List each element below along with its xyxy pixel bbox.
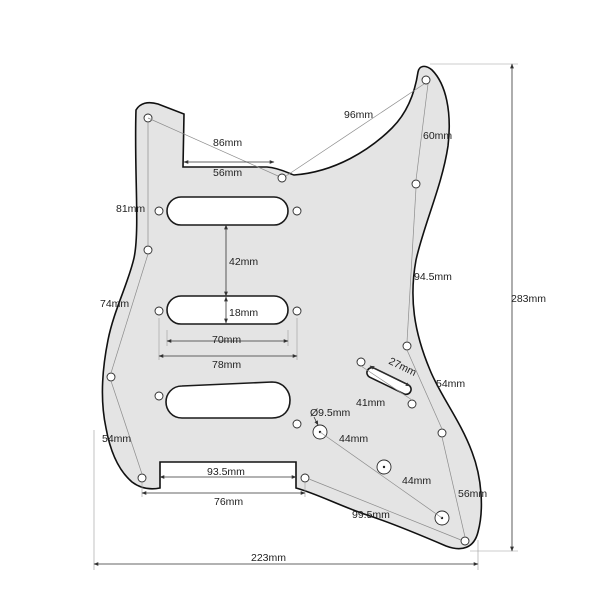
- dim-label-60: 60mm: [423, 130, 452, 142]
- mounting-hole: [402, 341, 412, 351]
- dim-label-94-5: 94.5mm: [414, 271, 452, 283]
- dim-label-56-neck: 56mm: [213, 167, 242, 179]
- dim-label-pot-diameter: Ø9.5mm: [310, 407, 351, 419]
- mounting-hole: [154, 391, 164, 401]
- dimension-lines: [93, 63, 514, 566]
- dim-label-99-5: 99.5mm: [352, 509, 390, 521]
- mounting-hole: [437, 428, 447, 438]
- mounting-hole: [421, 75, 431, 85]
- dim-label-283: 283mm: [511, 293, 546, 305]
- dim-label-93-5: 93.5mm: [207, 466, 245, 478]
- dim-label-54-right: 54mm: [436, 378, 465, 390]
- mounting-hole: [137, 473, 147, 483]
- dim-label-81: 81mm: [116, 203, 145, 215]
- dim-label-42: 42mm: [229, 256, 258, 268]
- pickguard-outline: [101, 65, 483, 550]
- mounting-hole: [292, 306, 302, 316]
- extension-lines: [93, 63, 518, 570]
- dim-label-44-b: 44mm: [402, 475, 431, 487]
- dimension-labels: 96mm 60mm 86mm 56mm 81mm 42mm 94.5mm 283…: [100, 109, 546, 564]
- mounting-hole: [143, 245, 153, 255]
- dim-label-223: 223mm: [251, 552, 286, 564]
- mounting-hole: [356, 357, 366, 367]
- dim-label-56-right: 56mm: [458, 488, 487, 500]
- dim-label-74: 74mm: [100, 298, 129, 310]
- mounting-hole: [292, 419, 302, 429]
- mounting-hole: [411, 179, 421, 189]
- mounting-hole: [407, 399, 417, 409]
- dim-label-78: 78mm: [212, 359, 241, 371]
- dim-label-76: 76mm: [214, 496, 243, 508]
- mounting-hole: [154, 206, 164, 216]
- mounting-hole: [460, 536, 470, 546]
- bridge-pickup-cutout: [165, 381, 291, 419]
- mounting-hole: [300, 473, 310, 483]
- dim-label-44-a: 44mm: [339, 433, 368, 445]
- dim-label-70: 70mm: [212, 334, 241, 346]
- neck-pickup-cutout: [166, 196, 289, 226]
- mounting-hole: [277, 173, 287, 183]
- mounting-hole: [106, 372, 116, 382]
- mounting-hole: [154, 306, 164, 316]
- dim-label-18: 18mm: [229, 307, 258, 319]
- dim-label-86: 86mm: [213, 137, 242, 149]
- mounting-hole: [292, 206, 302, 216]
- middle-pickup-cutout: [166, 295, 289, 325]
- dim-label-54-left: 54mm: [102, 433, 131, 445]
- dim-label-41: 41mm: [356, 397, 385, 409]
- dim-label-96: 96mm: [344, 109, 373, 121]
